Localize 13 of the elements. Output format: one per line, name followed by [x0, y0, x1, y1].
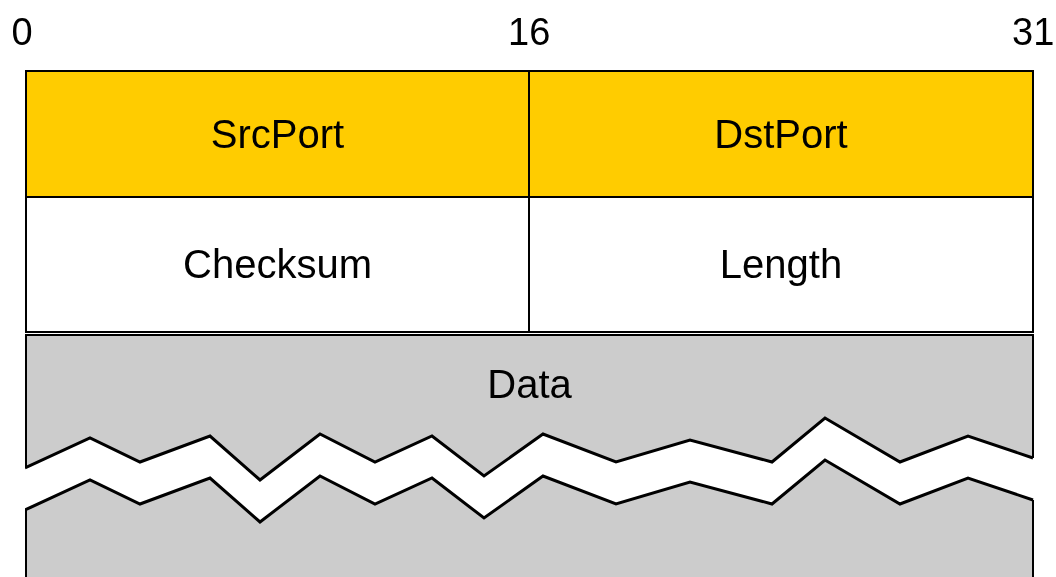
field-name: Checksum	[183, 242, 372, 287]
field-name: Length	[719, 242, 843, 287]
header-field	[528, 70, 1034, 198]
data-field	[25, 334, 1034, 577]
header-field	[528, 196, 1034, 333]
header-field	[25, 196, 530, 333]
field-name: Data	[487, 362, 572, 407]
bit-position-number: 16	[508, 10, 551, 54]
field-name: SrcPort	[210, 111, 345, 157]
bit-position-number: 0	[11, 10, 33, 54]
header-field	[25, 70, 530, 198]
field-name: DstPort	[714, 111, 848, 157]
bit-position-number: 31	[1012, 10, 1055, 54]
